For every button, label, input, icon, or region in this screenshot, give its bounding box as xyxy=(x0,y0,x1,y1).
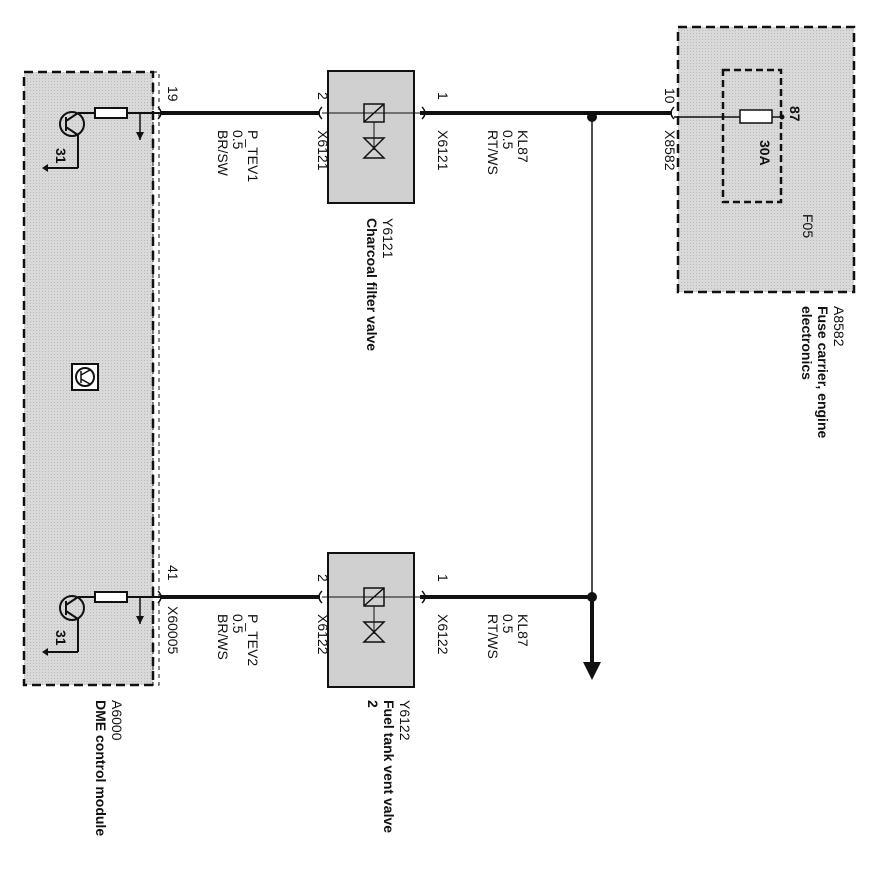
valve1-pin-in: 2 xyxy=(315,92,331,100)
wire-tev2-signal: P_TEV2 xyxy=(245,614,261,666)
wire-kl87-top xyxy=(420,106,675,122)
wire-kl87-bottom-gauge: 0.5 xyxy=(500,614,516,634)
valve1-connector-in: X6121 xyxy=(315,130,331,171)
fuse-inner-box xyxy=(721,68,783,204)
wire-tev2-color: BR/WS xyxy=(215,614,231,660)
dme-control-module: 31 31 19 41 X60005 A6000 xyxy=(22,70,181,836)
fuel-tank-vent-valve xyxy=(322,552,420,688)
dme-ground-bottom-label: 31 xyxy=(53,630,69,646)
fuse-id-label: F05 xyxy=(800,214,816,238)
dme-pin-top: 19 xyxy=(165,86,181,102)
valve2-connector-out: X6122 xyxy=(435,614,451,655)
valve1-pin-out: 1 xyxy=(435,92,451,100)
dme-name-label: DME control module xyxy=(93,700,109,836)
valve2-name: Fuel tank vent valve xyxy=(381,700,397,833)
valve2-pin-out: 1 xyxy=(435,574,451,582)
valve1-box xyxy=(327,70,415,204)
continuation-arrow-icon xyxy=(583,662,601,680)
fuse-terminal-label: 87 xyxy=(787,106,803,122)
wire-kl87-branch xyxy=(583,117,601,680)
fuse-connector-label: X8582 xyxy=(662,130,678,171)
wire-tev2 xyxy=(157,590,323,604)
fuse-rating-label: 30A xyxy=(757,140,773,166)
transistor-symbol-bottom xyxy=(42,591,160,656)
fuse-pin-label: 10 xyxy=(662,88,678,104)
fuse-carrier-name-line2: electronics xyxy=(799,306,815,380)
wire-tev2-gauge: 0.5 xyxy=(230,614,246,634)
wire-kl87-top-signal: KL87 xyxy=(515,130,531,163)
valve2-box xyxy=(327,552,415,688)
dme-id-label: A6000 xyxy=(109,700,125,741)
valve2-solenoid-icon xyxy=(362,587,386,643)
wire-kl87-top-color: RT/WS xyxy=(485,130,501,175)
dme-module-icon xyxy=(71,363,99,391)
fuse-carrier-name-line1: Fuse carrier, engine xyxy=(815,306,831,438)
wire-kl87-bottom-signal: KL87 xyxy=(515,614,531,647)
dme-ground-top-label: 31 xyxy=(53,148,69,164)
dme-module-edge xyxy=(152,71,160,686)
valve1-name: Charcoal filter valve xyxy=(364,218,380,351)
valve2-id: Y6122 xyxy=(397,700,413,741)
dme-pin-bottom: 41 xyxy=(165,565,181,581)
valve2-connector-in: X6122 xyxy=(315,614,331,655)
wire-tev1-gauge: 0.5 xyxy=(230,130,246,150)
dme-connector-bottom: X60005 xyxy=(165,606,181,654)
valve1-id: Y6121 xyxy=(380,218,396,259)
wire-tev1 xyxy=(157,106,323,120)
fuse-symbol-icon xyxy=(739,109,773,124)
valve1-solenoid-icon xyxy=(362,103,386,159)
transistor-symbol-top xyxy=(42,107,160,172)
valve1-connector-out: X6121 xyxy=(435,130,451,171)
valve2-pin-in: 2 xyxy=(315,574,331,582)
wire-kl87-top-gauge: 0.5 xyxy=(500,130,516,150)
charcoal-filter-valve xyxy=(322,70,420,204)
wire-tev1-signal: P_TEV1 xyxy=(245,130,261,182)
wire-kl87-bottom xyxy=(420,590,592,604)
fuse-carrier xyxy=(674,25,856,294)
wire-tev1-color: BR/SW xyxy=(215,130,231,177)
valve2-name-suffix: 2 xyxy=(365,700,381,708)
wire-kl87-bottom-color: RT/WS xyxy=(485,614,501,659)
fuse-carrier-id: A8582 xyxy=(831,306,847,347)
